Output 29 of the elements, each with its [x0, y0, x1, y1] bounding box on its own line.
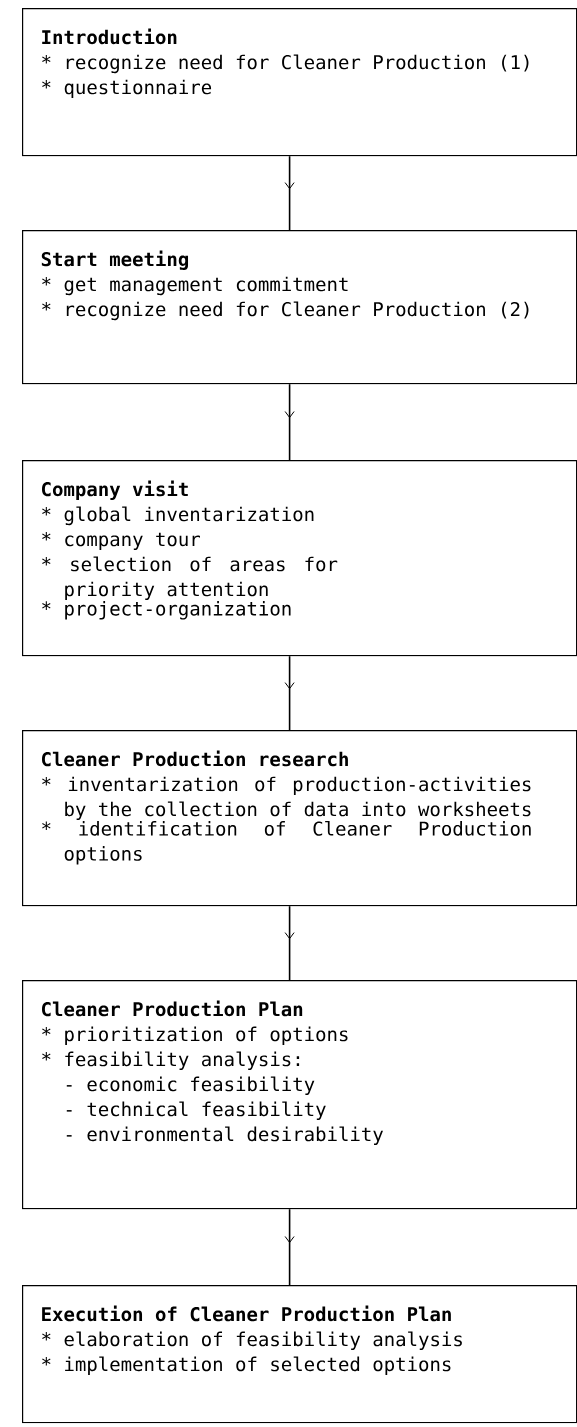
bullet-item: * inventarization of production-activities by the collection of data into worksheets — [42, 776, 531, 820]
bullet-item: * implementation of selected options — [42, 1356, 451, 1375]
process-box — [22, 8, 577, 157]
process-box — [22, 230, 577, 385]
process-box — [22, 980, 577, 1210]
bullet-item: * recognize need for Cleaner Production (2) — [42, 301, 529, 321]
bullet-item: * elaboration of feasibility analysis — [42, 1331, 462, 1350]
bullet-item: * get management commitment — [42, 276, 348, 296]
bullet-item: * selection of areas for priority attention — [42, 556, 338, 600]
bullet-item: * global inventarization — [42, 506, 314, 526]
bullet-item: * feasibility analysis: — [42, 1051, 300, 1070]
bullet-item: - economic feasibility — [66, 1076, 315, 1095]
process-box — [22, 460, 577, 657]
bullet-item: * company tour — [42, 531, 200, 550]
bullet-item: * identification of Cleaner Production options — [42, 821, 531, 865]
bullet-item: - environmental desirability — [66, 1126, 383, 1145]
bullet-item: * recognize need for Cleaner Production (1) — [42, 54, 529, 74]
bullet-item: * project-organization — [42, 601, 291, 620]
bullet-item: * questionnaire — [42, 79, 212, 99]
bullet-item: * prioritization of options — [42, 1026, 348, 1045]
process-box — [22, 1285, 577, 1424]
step-heading: Execution of Cleaner Production Plan — [42, 1305, 451, 1322]
step-heading: Cleaner Production research — [42, 750, 348, 767]
step-heading: Introduction — [42, 28, 177, 45]
bullet-item: - technical feasibility — [66, 1101, 326, 1120]
step-heading: Company visit — [42, 480, 188, 500]
step-heading: Cleaner Production Plan — [42, 1000, 303, 1017]
step-heading: Start meeting — [41, 250, 188, 270]
process-box — [22, 730, 577, 907]
